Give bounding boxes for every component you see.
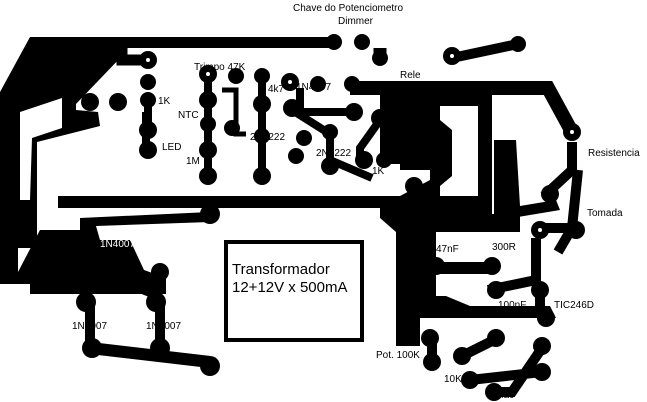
label-2n2222-b: 2N2222 — [316, 148, 351, 159]
label-4k7: 4k7 — [268, 84, 285, 95]
label-1k-right: 1K — [372, 166, 385, 177]
ground-plane — [0, 37, 336, 284]
label-ntc: NTC — [178, 110, 199, 121]
label-chave-potenciometro: Chave do Potenciometro — [293, 3, 404, 14]
right-strip — [494, 140, 560, 218]
label-1n4007-c: 1N4007 — [72, 321, 107, 332]
label-tic246d: TIC246D — [554, 300, 594, 311]
label-rele: Rele — [400, 70, 421, 81]
label-300r: 300R — [492, 242, 516, 253]
pad-holes — [146, 54, 574, 232]
trace-rele — [350, 81, 579, 136]
label-1n4007-top: 1N4007 — [296, 82, 331, 93]
label-dimmer: Dimmer — [338, 16, 374, 27]
label-trimpo: Trimpo 47K — [194, 62, 246, 73]
transformer-outline — [224, 240, 364, 342]
ground-plane-clearance — [20, 98, 62, 200]
label-2n2222-a: 2N2222 — [250, 132, 285, 143]
label-led-right: LED — [432, 166, 451, 177]
label-1m: 1M — [186, 156, 200, 167]
trace-rele-upper — [450, 39, 520, 63]
pads — [76, 34, 585, 401]
right-copper-clearance — [440, 106, 478, 196]
label-1n4007-a: 1N4007 — [100, 239, 135, 250]
label-10k: 10K — [444, 374, 462, 385]
label-47nf: 47nF — [436, 244, 459, 255]
label-1k-left: 1K — [158, 96, 171, 107]
trace-dimmer — [116, 48, 145, 66]
label-100nf: 100nF — [498, 300, 526, 311]
label-tomada: Tomada — [587, 208, 623, 219]
trace-transformer-a — [88, 244, 162, 301]
label-diac: Diac — [494, 390, 514, 401]
right-copper-body — [58, 92, 556, 346]
label-led-left: LED — [162, 142, 181, 153]
label-pot-100k: Pot. 100K — [376, 350, 420, 361]
trace-1n4007-bottom — [89, 342, 211, 368]
label-resistencia: Resistencia — [588, 148, 640, 159]
label-1n4007-b: 1N4007 — [144, 252, 179, 263]
trace-10k — [469, 367, 543, 385]
transformer-label-line2: 12+12V x 500mA — [232, 279, 348, 296]
transformer-label-line1: Transformador — [232, 261, 330, 278]
label-1n4007-d: 1N4007 — [146, 321, 181, 332]
trace-ntc — [222, 87, 246, 137]
